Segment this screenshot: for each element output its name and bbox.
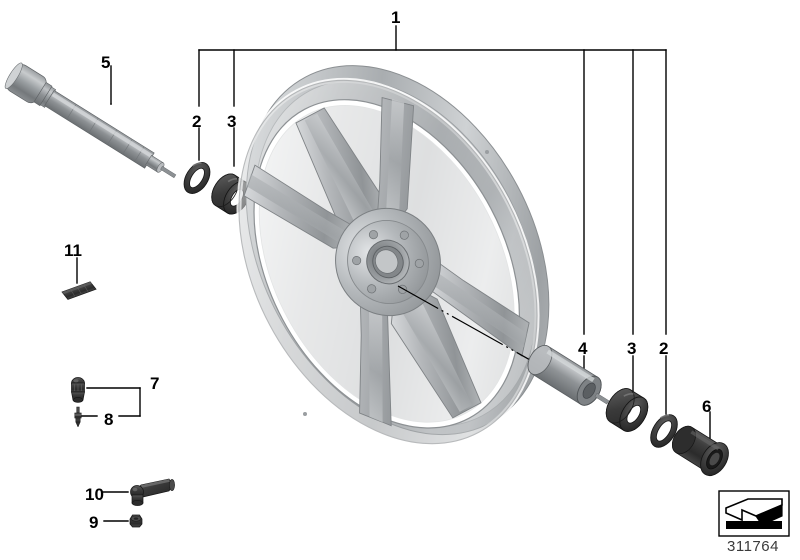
part-valve-nut [129,514,143,528]
callout-1[interactable]: 1 [391,8,401,27]
part-shaft-seal-right [650,414,678,448]
callout-11[interactable]: 11 [64,241,82,260]
part-spacer-bush [527,345,610,406]
callout-4[interactable]: 4 [578,339,588,358]
diagram-part-number: 311764 [727,538,779,555]
callout-8[interactable]: 8 [104,410,114,429]
part-angled-valve-stem [130,478,175,506]
rim-detail-dot [303,412,307,416]
callout-3-right[interactable]: 3 [627,339,637,358]
part-valve-insert [74,406,82,428]
part-front-wheel-rim [236,65,550,447]
callout-2-left[interactable]: 2 [192,112,202,131]
part-wheel-axle-spindle [4,62,177,179]
part-grooved-ball-bearing-right [605,388,649,432]
rim-detail-dot [485,150,489,154]
forward-arrow-icon [718,490,790,537]
part-valve-cap [71,377,85,403]
callout-2-right[interactable]: 2 [659,339,669,358]
callout-7[interactable]: 7 [150,374,160,393]
callout-6[interactable]: 6 [702,397,712,416]
part-shaft-seal-left [183,162,211,194]
axle-center-line [397,285,549,371]
callout-3-left[interactable]: 3 [227,112,237,131]
callout-10[interactable]: 10 [85,485,104,504]
part-rubber-bush [671,425,729,477]
callout-9[interactable]: 9 [89,513,99,532]
callout-5[interactable]: 5 [101,53,111,72]
callout-leader-lines [76,25,711,522]
part-balance-weight [61,281,97,300]
